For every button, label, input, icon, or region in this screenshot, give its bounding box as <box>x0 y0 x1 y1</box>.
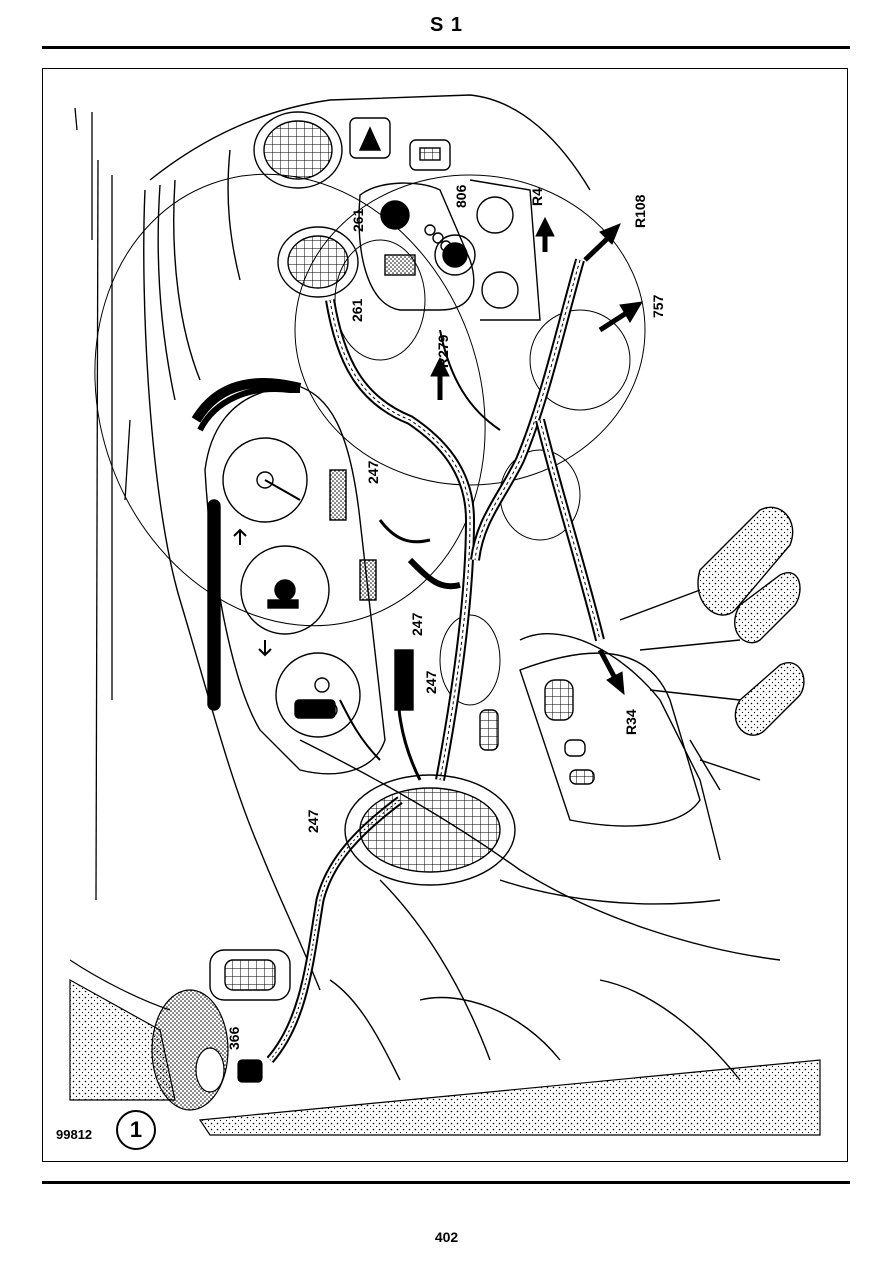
callout-757: 757 <box>650 294 666 318</box>
windscreen-lines <box>74 107 131 901</box>
callout-247-c: 247 <box>423 670 439 694</box>
page-title: S 1 <box>429 14 464 36</box>
instrument-cluster <box>191 377 414 775</box>
footer-rule <box>42 1181 850 1184</box>
figure-number-badge: 1 <box>116 1110 156 1150</box>
page-number: 402 <box>434 1229 459 1245</box>
callout-labels: 261 261 806 R4 R108 757 R279 247 247 247… <box>226 184 666 1050</box>
callout-247-a: 247 <box>365 460 381 484</box>
header-rule <box>42 46 850 49</box>
callout-247-d: 247 <box>305 809 321 833</box>
callout-R4: R4 <box>529 188 545 206</box>
callout-247-b: 247 <box>409 612 425 636</box>
heater-controls <box>358 179 541 321</box>
callout-R108: R108 <box>632 194 648 228</box>
upper-vents <box>253 111 451 298</box>
callout-261-lower: 261 <box>349 298 365 322</box>
direction-arrows <box>430 216 643 696</box>
figure-reference: 99812 <box>56 1127 93 1142</box>
callout-366: 366 <box>226 1026 242 1050</box>
figure-frame <box>42 68 848 1162</box>
dashboard-outline <box>143 94 781 1081</box>
wiring-harness <box>266 258 605 1063</box>
callout-R34: R34 <box>623 709 639 735</box>
pedals <box>619 506 805 791</box>
callout-R279: R279 <box>435 334 451 368</box>
centre-console <box>209 652 701 1001</box>
floor-carpet <box>69 959 821 1136</box>
callout-261-upper: 261 <box>350 208 366 232</box>
callout-806: 806 <box>453 184 469 208</box>
detail-rings <box>94 173 646 706</box>
